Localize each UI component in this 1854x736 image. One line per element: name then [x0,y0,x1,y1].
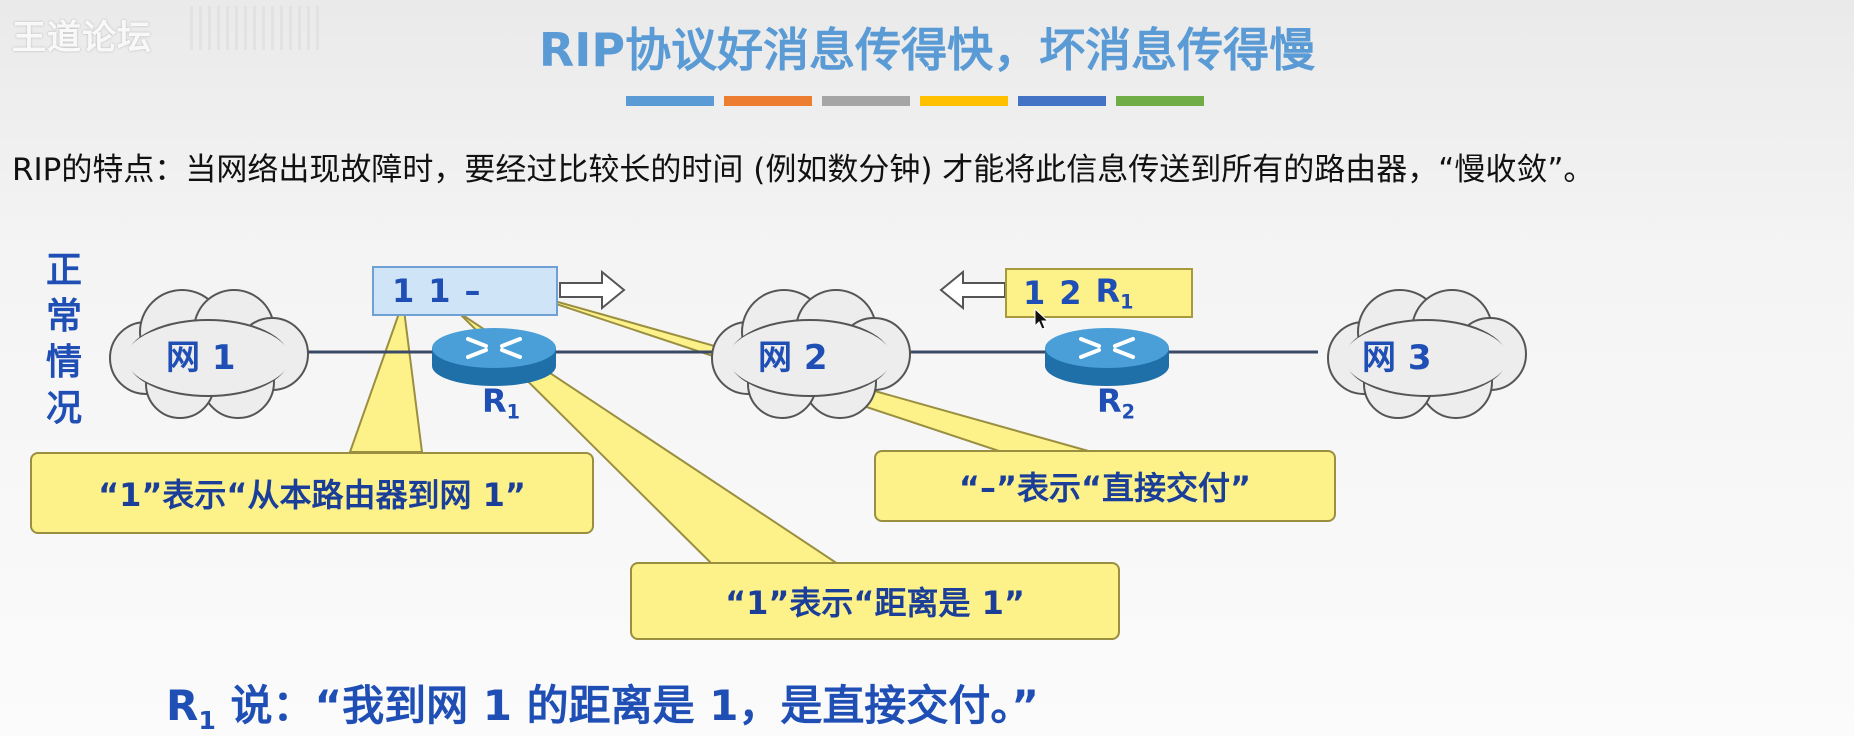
color-bar [724,96,812,106]
entry-next-hop: – [464,272,481,310]
watermark-logo: 王道论坛 [12,18,152,58]
network-label-2: 网 2 [758,338,828,378]
entry-distance: 2 [1059,274,1082,312]
speaker-name: R [166,681,199,730]
color-bar [822,96,910,106]
color-bar [626,96,714,106]
side-label-normal-case: 正 常 情 况 [42,248,86,432]
entry-next-hop: R1 [1096,272,1134,314]
arrow-right-icon [559,269,626,311]
router-subscript: 2 [1121,400,1135,424]
router-subscript: 1 [506,400,520,424]
color-bar [1116,96,1204,106]
next-hop-router: R [1095,272,1121,311]
router-name: R [482,382,507,420]
callout-direct-delivery: “–”表示“直接交付” [874,450,1336,522]
router-name: R [1097,382,1122,420]
title-color-bars [626,96,1204,106]
callout-network-meaning: “1”表示“从本路由器到网 1” [30,452,594,534]
color-bar [920,96,1008,106]
routing-entry-r1: 1 1 – [372,266,558,316]
entry-network: 1 [1023,274,1046,312]
entry-network: 1 [392,272,415,310]
rip-feature-text: RIP的特点：当网络出现故障时，要经过比较长的时间 (例如数分钟) 才能将此信息… [12,152,1595,188]
entry-distance: 1 [428,272,451,310]
network-label-3: 网 3 [1362,338,1432,378]
mouse-cursor-icon [1034,308,1050,330]
side-label-char: 正 [45,250,82,291]
color-bar [1018,96,1106,106]
speaker-subscript: 1 [198,705,216,735]
callout-distance-meaning: “1”表示“距离是 1” [630,562,1120,640]
arrow-left-icon [939,269,1006,311]
side-label-char: 情 [45,342,82,383]
watermark-faint-text [190,6,320,50]
routing-entry-r2: 1 2 R1 [1005,268,1193,318]
side-label-char: 况 [45,388,82,429]
side-label-char: 常 [45,296,82,337]
next-hop-subscript: 1 [1120,290,1134,314]
router-label-r1: R1 [482,382,520,424]
r1-statement: R1 说：“我到网 1 的距离是 1，是直接交付。” [166,672,1039,735]
router-label-r2: R2 [1097,382,1135,424]
network-label-1: 网 1 [166,338,236,378]
statement-text: 说：“我到网 1 的距离是 1，是直接交付。” [215,681,1040,730]
router-icon [1045,328,1169,386]
slide-title: RIP协议好消息传得快，坏消息传得慢 [538,23,1316,77]
router-icon [432,328,556,386]
callout-pointer-net [348,301,424,453]
